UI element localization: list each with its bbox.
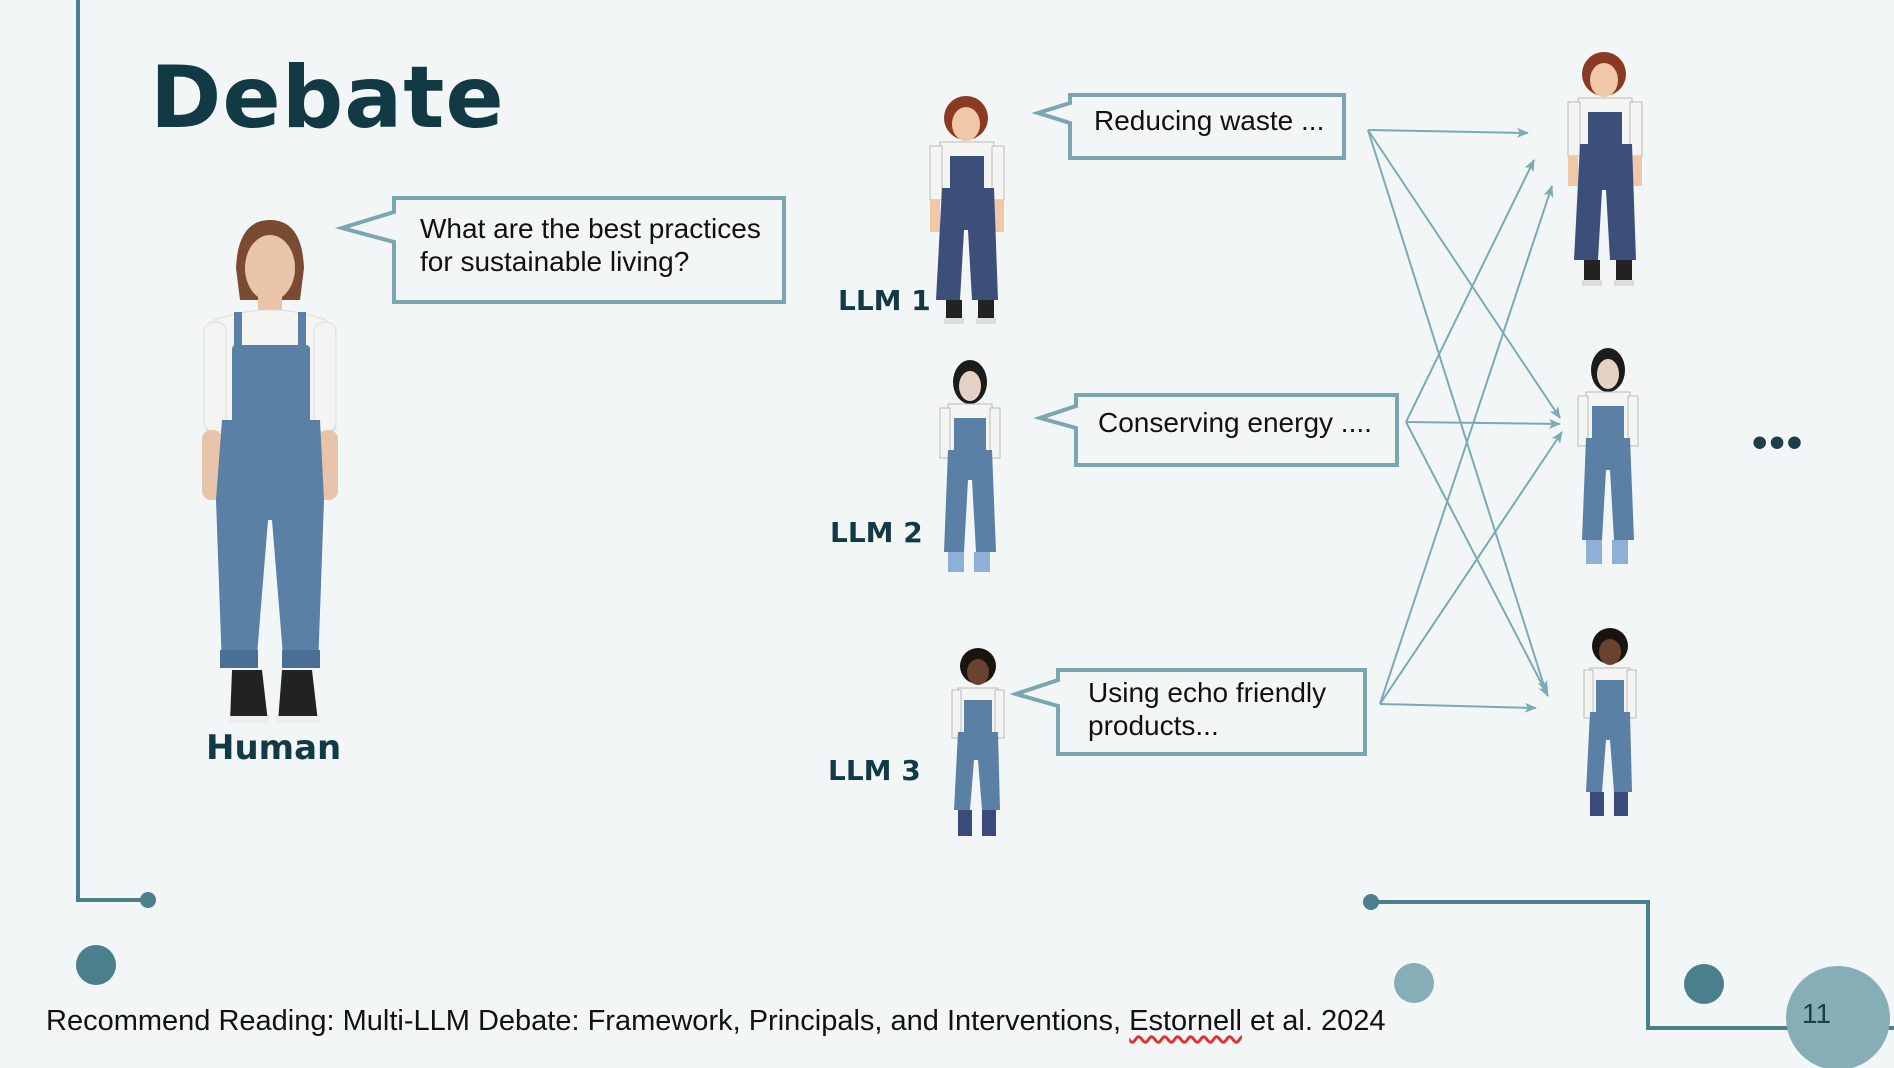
llm1-response-line-1: Reducing waste ...: [1094, 105, 1325, 136]
llm1-label: LLM 1: [838, 284, 931, 317]
llm2-figure: [939, 360, 1001, 572]
llm2-response: Conserving energy ....: [1098, 406, 1372, 439]
human-figure: [202, 220, 338, 723]
question-line-1: What are the best practices: [420, 213, 761, 244]
llm2-response-line-1: Conserving energy ....: [1098, 407, 1372, 438]
bubble-llm1: [1031, 93, 1346, 160]
decor-dot-left: [76, 945, 116, 985]
footer-reference: Recommend Reading: Multi-LLM Debate: Fra…: [46, 1005, 1385, 1038]
llm3-response-line-2: products...: [1088, 710, 1219, 741]
llm1-response: Reducing waste ...: [1094, 104, 1324, 137]
arrow-3-2: [1379, 431, 1563, 705]
bubble-llm2: [1033, 393, 1399, 467]
round2-llm2-figure: [1577, 348, 1639, 564]
left-frame-line: [76, 0, 156, 908]
decor-dot-right: [1684, 964, 1724, 1004]
question-bubble: [334, 196, 786, 304]
page-number: 11: [1802, 998, 1832, 1029]
arrow-1-1: [1367, 127, 1529, 138]
llm2-label: LLM 2: [830, 516, 923, 549]
round2-llm3-figure: [1583, 628, 1637, 816]
llm1-figure: [929, 96, 1005, 324]
human-label: Human: [206, 728, 342, 768]
slide-title: Debate: [150, 48, 505, 148]
llm3-figure: [951, 648, 1005, 836]
round2-llm1-figure: [1567, 52, 1643, 286]
llm3-response: Using echo friendly products...: [1088, 676, 1326, 742]
arrow-2-1: [1405, 159, 1535, 423]
llm3-label: LLM 3: [828, 754, 921, 787]
question-line-2: for sustainable living?: [420, 246, 690, 277]
question-text: What are the best practices for sustaina…: [420, 212, 761, 278]
arrow-2-2: [1405, 418, 1561, 429]
continuation-ellipsis: •••: [1752, 418, 1805, 467]
decor-dot-middle: [1394, 963, 1434, 1003]
arrow-3-3: [1379, 702, 1537, 713]
debate-arrows: [1367, 127, 1563, 713]
arrow-1-2: [1367, 129, 1561, 419]
bubble-llm3: [1009, 668, 1367, 756]
llm3-response-line-1: Using echo friendly: [1088, 677, 1327, 708]
footer-author: Estornell: [1129, 1005, 1242, 1037]
footer-prefix: Recommend Reading: Multi-LLM Debate: Fra…: [46, 1005, 1130, 1037]
page-number-circle: [1786, 966, 1890, 1068]
footer-suffix: et al. 2024: [1241, 1005, 1386, 1037]
arrow-3-1: [1379, 185, 1554, 705]
arrow-1-3: [1367, 129, 1548, 693]
